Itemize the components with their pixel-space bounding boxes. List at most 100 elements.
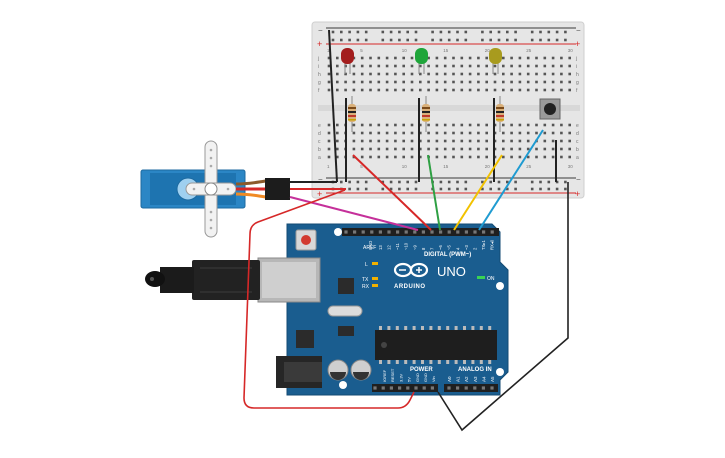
breadboard-hole[interactable] [435,155,439,159]
breadboard-hole[interactable] [518,131,522,135]
breadboard-hole[interactable] [336,80,339,84]
breadboard-hole[interactable] [377,147,381,151]
breadboard-hole[interactable] [369,88,372,92]
breadboard-hole[interactable] [377,64,381,68]
breadboard-hole[interactable] [526,64,530,68]
power-pin[interactable] [414,386,418,390]
breadboard-hole[interactable] [377,139,381,143]
breadboard-hole[interactable] [336,64,339,68]
breadboard-hole[interactable] [369,56,372,60]
breadboard-hole[interactable] [568,88,571,92]
breadboard-hole[interactable] [385,155,389,159]
breadboard-hole[interactable] [485,155,488,159]
breadboard-hole[interactable] [327,123,331,127]
wire-black-rail-jumper[interactable] [328,29,338,183]
breadboard-hole[interactable] [518,64,522,68]
rail-hole[interactable] [514,187,517,191]
breadboard-hole[interactable] [518,139,522,143]
breadboard-hole[interactable] [477,64,480,68]
breadboard-hole[interactable] [377,56,381,60]
breadboard-hole[interactable] [468,123,472,127]
breadboard-hole[interactable] [344,80,347,84]
wire-green-led2[interactable] [427,154,441,231]
breadboard-hole[interactable] [385,64,389,68]
breadboard-hole[interactable] [419,147,422,151]
breadboard-hole[interactable] [543,123,547,127]
breadboard-hole[interactable] [327,88,331,92]
digital-pin[interactable] [413,230,417,234]
rail-hole[interactable] [331,30,335,34]
rail-hole[interactable] [539,38,542,42]
breadboard-hole[interactable] [360,139,364,143]
rail-hole[interactable] [456,38,459,42]
breadboard-hole[interactable] [410,72,414,76]
breadboard-hole[interactable] [435,56,439,60]
breadboard-hole[interactable] [369,139,372,143]
breadboard-hole[interactable] [502,131,505,135]
rail-hole[interactable] [514,180,517,184]
breadboard-hole[interactable] [427,139,430,143]
breadboard-hole[interactable] [477,88,480,92]
breadboard-hole[interactable] [427,72,430,76]
breadboard-hole[interactable] [435,147,439,151]
breadboard-hole[interactable] [419,72,422,76]
breadboard-hole[interactable] [477,80,480,84]
breadboard-hole[interactable] [551,64,555,68]
breadboard-hole[interactable] [485,123,488,127]
breadboard-hole[interactable] [460,64,464,68]
breadboard-hole[interactable] [568,131,571,135]
rail-hole[interactable] [398,38,401,42]
rail-hole[interactable] [564,38,567,42]
breadboard-hole[interactable] [551,131,555,135]
breadboard-hole[interactable] [369,147,372,151]
power-pin[interactable] [389,386,393,390]
rail-hole[interactable] [364,187,368,191]
breadboard-hole[interactable] [452,147,455,151]
digital-pin[interactable] [361,230,365,234]
breadboard-hole[interactable] [443,88,447,92]
breadboard-hole[interactable] [360,131,364,135]
breadboard-hole[interactable] [526,139,530,143]
rail-hole[interactable] [406,187,409,191]
breadboard-hole[interactable] [344,72,347,76]
rail-hole[interactable] [530,38,534,42]
breadboard-hole[interactable] [410,56,414,60]
rail-hole[interactable] [340,180,343,184]
rail-hole[interactable] [481,187,484,191]
reset-button-cap[interactable] [301,235,311,245]
breadboard-hole[interactable] [452,123,455,127]
usb-cable[interactable] [145,260,260,300]
rail-hole[interactable] [489,38,492,42]
wires[interactable] [243,29,569,432]
analog-pin[interactable] [464,386,468,390]
rail-hole[interactable] [356,30,360,34]
breadboard-hole[interactable] [568,56,571,60]
breadboard-hole[interactable] [427,80,430,84]
breadboard-hole[interactable] [518,155,522,159]
breadboard-hole[interactable] [535,80,538,84]
breadboard-hole[interactable] [394,64,397,68]
breadboard-hole[interactable] [518,147,522,151]
rail-hole[interactable] [381,180,385,184]
breadboard-hole[interactable] [360,147,364,151]
rail-hole[interactable] [456,180,459,184]
breadboard-hole[interactable] [443,72,447,76]
rail-hole[interactable] [398,180,401,184]
rail-hole[interactable] [389,180,393,184]
breadboard-hole[interactable] [502,56,505,60]
breadboard-hole[interactable] [394,131,397,135]
breadboard-hole[interactable] [352,123,356,127]
breadboard-hole[interactable] [452,139,455,143]
breadboard-hole[interactable] [402,131,405,135]
breadboard-hole[interactable] [493,64,497,68]
breadboard-hole[interactable] [468,72,472,76]
breadboard-hole[interactable] [402,139,405,143]
breadboard-hole[interactable] [443,139,447,143]
breadboard-hole[interactable] [402,88,405,92]
breadboard-holes[interactable] [327,30,571,191]
breadboard-hole[interactable] [535,131,538,135]
breadboard-hole[interactable] [369,72,372,76]
breadboard-hole[interactable] [427,147,430,151]
breadboard-hole[interactable] [493,72,497,76]
breadboard-hole[interactable] [543,147,547,151]
